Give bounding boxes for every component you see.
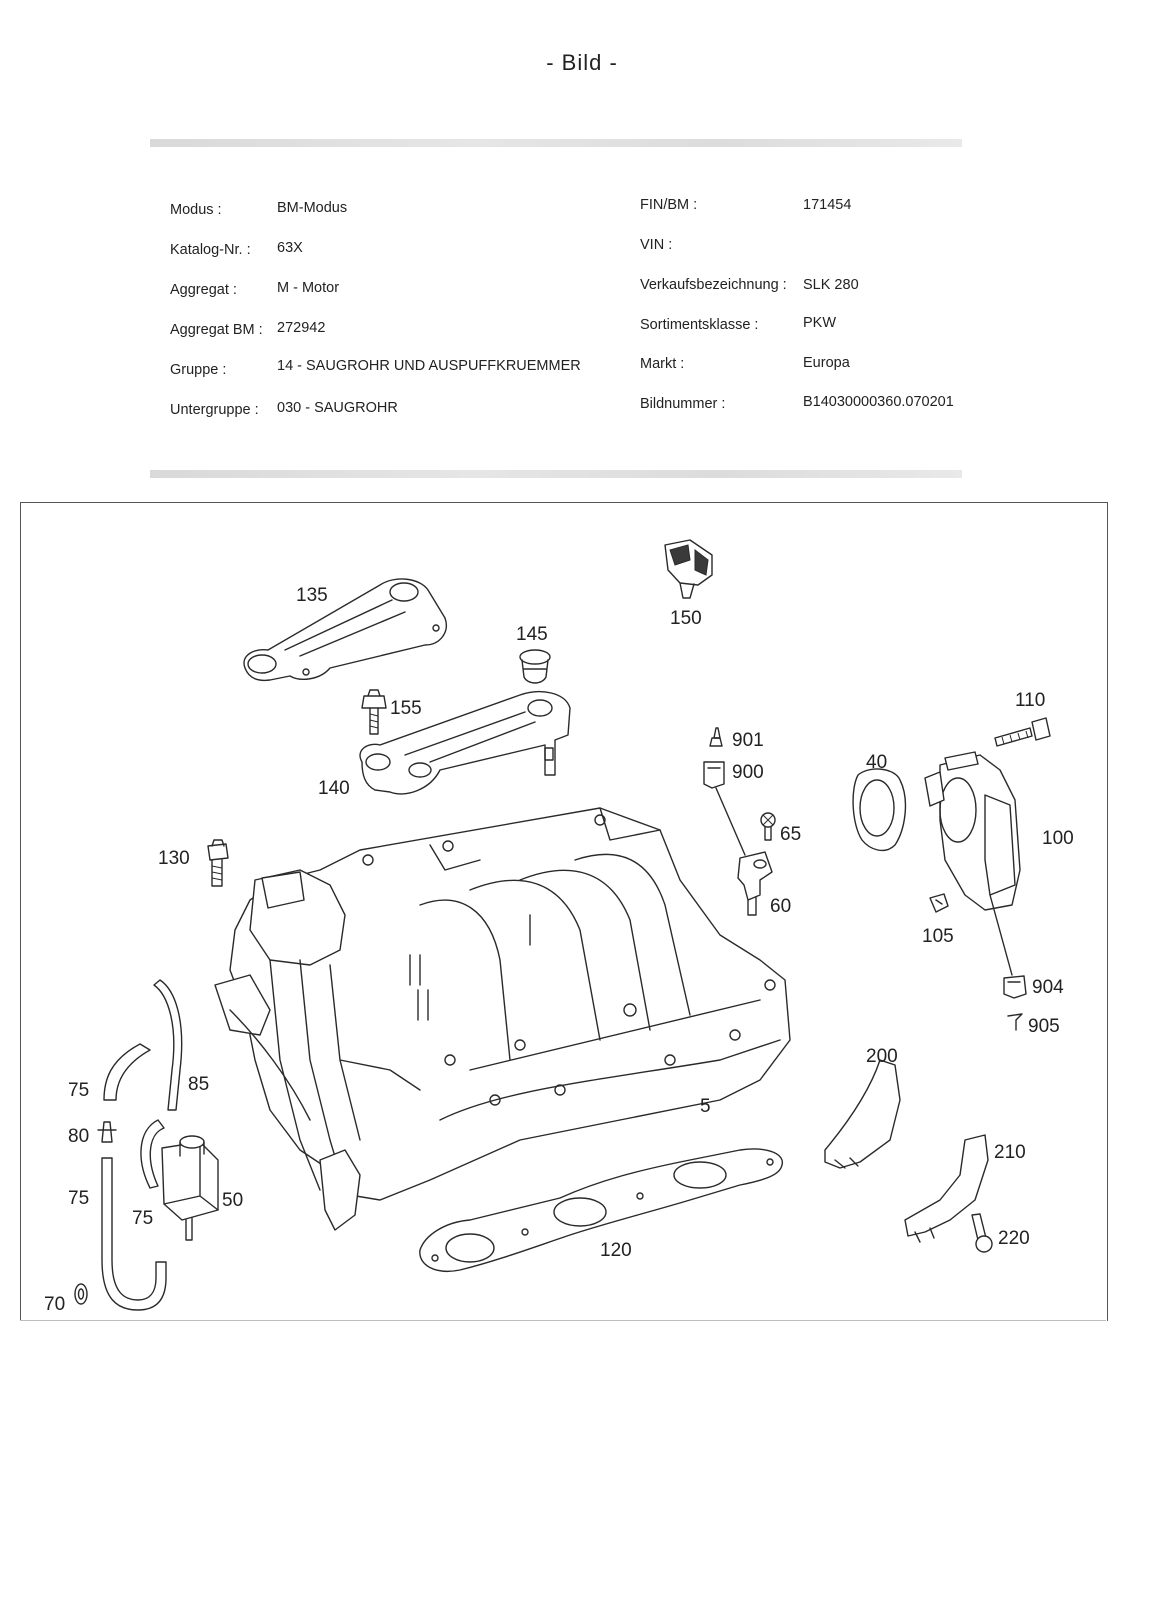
part-110-bolt xyxy=(994,717,1051,747)
part-130-bolt xyxy=(207,839,229,887)
callout-210: 210 xyxy=(994,1142,1026,1163)
part-5-intake-manifold xyxy=(229,807,791,1201)
callout-80: 80 xyxy=(68,1126,89,1147)
callout-900: 900 xyxy=(732,762,764,783)
callout-905: 905 xyxy=(1028,1016,1060,1037)
info-right-label-fin: FIN/BM : xyxy=(640,197,698,213)
part-50-valve xyxy=(161,1135,219,1241)
header-rule-top xyxy=(150,139,962,147)
info-right-value-bildnummer: B14030000360.070201 xyxy=(803,394,954,410)
part-135-bracket xyxy=(243,578,447,682)
info-left-label-untergruppe: Untergruppe : xyxy=(170,402,259,418)
callout-65: 65 xyxy=(780,824,801,845)
callout-155: 155 xyxy=(390,698,422,719)
diagram-frame-bottom xyxy=(20,1320,1106,1321)
callout-135: 135 xyxy=(296,585,328,606)
callout-220: 220 xyxy=(998,1228,1030,1249)
part-80-fitting xyxy=(97,1121,117,1143)
callout-85: 85 xyxy=(188,1074,209,1095)
info-right-label-verkauf: Verkaufsbezeichnung : xyxy=(640,277,787,293)
info-left-label-gruppe: Gruppe : xyxy=(170,362,227,378)
info-left-value-aggregat-bm: 272942 xyxy=(277,320,326,336)
info-left-value-modus: BM-Modus xyxy=(277,200,348,216)
info-left-value-aggregat: M - Motor xyxy=(277,280,340,296)
callout-75-small: 75 xyxy=(132,1208,153,1229)
part-145-cap xyxy=(519,649,551,684)
callout-110: 110 xyxy=(1015,690,1045,711)
callout-70: 70 xyxy=(44,1294,65,1315)
part-140-bracket xyxy=(359,691,571,795)
callout-50: 50 xyxy=(222,1190,243,1211)
callout-5: 5 xyxy=(700,1096,711,1117)
callout-130: 130 xyxy=(158,848,190,869)
callout-140: 140 xyxy=(318,778,350,799)
part-100-throttle-body xyxy=(924,751,1021,976)
part-75-hose-small xyxy=(140,1119,165,1189)
info-right-value-sortiment: PKW xyxy=(803,315,837,331)
part-220-bolt xyxy=(971,1213,993,1253)
part-75-hose-lower xyxy=(101,1157,167,1311)
callout-901: 901 xyxy=(732,730,764,751)
callout-75-upper: 75 xyxy=(68,1080,89,1101)
part-40-gasket xyxy=(852,768,907,852)
callout-120: 120 xyxy=(600,1240,632,1261)
info-left-value-gruppe: 14 - SAUGROHR UND AUSPUFFKRUEMMER xyxy=(277,358,581,374)
part-904-905-connector xyxy=(1003,975,1027,1031)
info-left-label-katalog: Katalog-Nr. : xyxy=(170,242,251,258)
part-75-hose-upper xyxy=(103,1043,151,1101)
info-right-value-verkauf: SLK 280 xyxy=(803,277,859,293)
part-85-hose xyxy=(153,979,183,1111)
part-105-clip xyxy=(929,893,949,913)
info-left-label-modus: Modus : xyxy=(170,202,222,218)
diagram-frame xyxy=(20,502,1108,1321)
info-left-label-aggregat: Aggregat : xyxy=(170,282,237,298)
callout-150: 150 xyxy=(670,608,702,629)
callout-75-lower: 75 xyxy=(68,1188,89,1209)
part-60-sensor xyxy=(737,851,773,916)
header-rule-bottom xyxy=(150,470,962,478)
info-right-label-markt: Markt : xyxy=(640,356,685,372)
part-65-screw xyxy=(760,812,776,841)
info-left-label-aggregat-bm: Aggregat BM : xyxy=(170,322,263,338)
info-left-value-untergruppe: 030 - SAUGROHR xyxy=(277,400,398,416)
info-right-label-sortiment: Sortimentsklasse : xyxy=(640,317,759,333)
callout-145: 145 xyxy=(516,624,548,645)
callout-200: 200 xyxy=(866,1046,898,1067)
part-155-bolt xyxy=(361,689,387,735)
info-right-value-fin: 171454 xyxy=(803,197,852,213)
part-200-shield xyxy=(824,1059,901,1169)
part-150-sensor xyxy=(664,539,713,599)
callout-904: 904 xyxy=(1032,977,1064,998)
info-right-label-bildnummer: Bildnummer : xyxy=(640,396,726,412)
info-left-value-katalog: 63X xyxy=(277,240,303,256)
callout-105: 105 xyxy=(922,926,954,947)
part-actuator-assembly xyxy=(214,869,421,1231)
callout-100: 100 xyxy=(1042,828,1074,849)
part-70-washer xyxy=(74,1283,88,1305)
info-right-value-markt: Europa xyxy=(803,355,850,371)
info-right-label-vin: VIN : xyxy=(640,237,673,253)
part-210-bracket xyxy=(904,1134,989,1243)
page-title: - Bild - xyxy=(546,50,618,75)
callout-40: 40 xyxy=(866,752,887,773)
callout-60: 60 xyxy=(770,896,791,917)
part-901-900-connector xyxy=(703,727,746,856)
part-120-gasket xyxy=(419,1148,783,1272)
